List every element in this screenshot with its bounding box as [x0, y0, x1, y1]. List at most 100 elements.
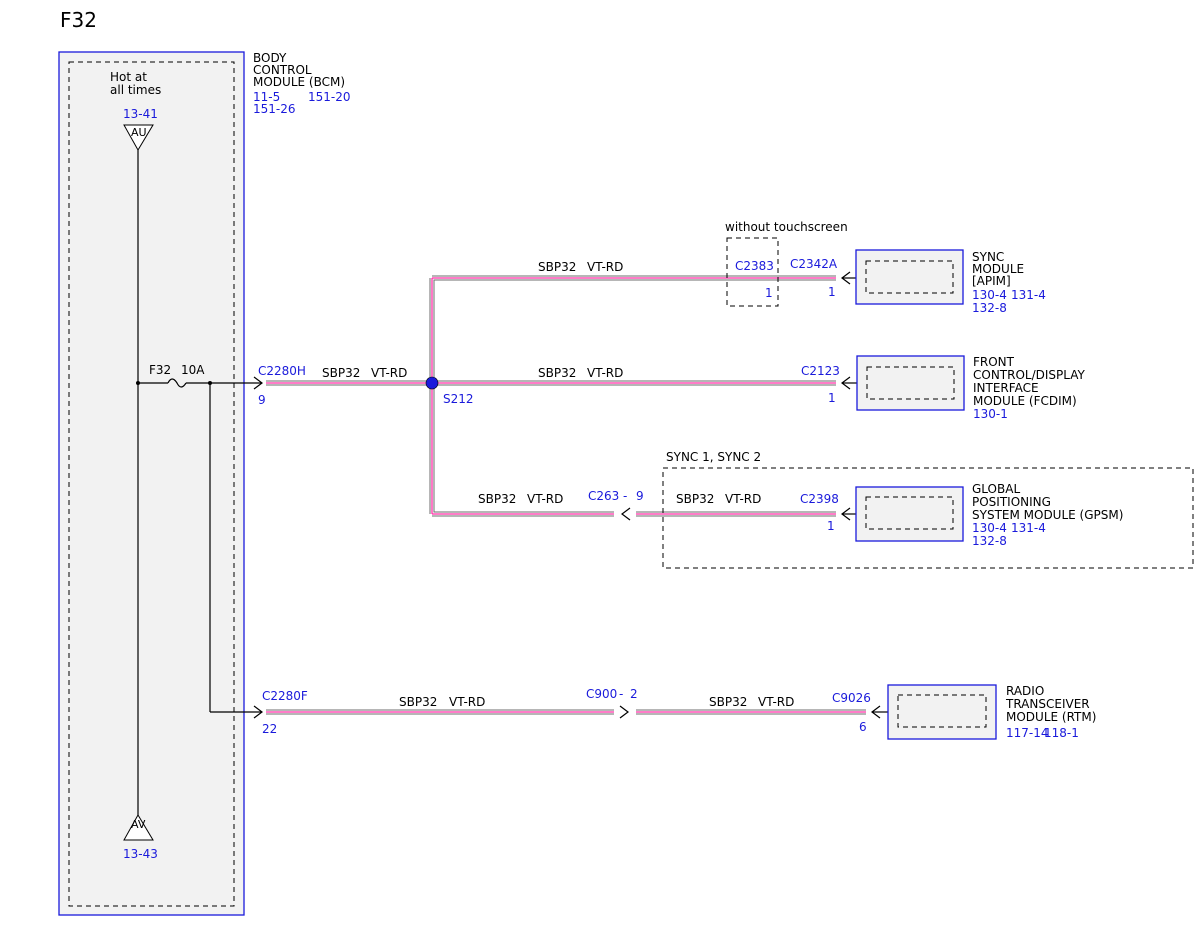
wires — [266, 275, 866, 715]
gpsm-outline[interactable] — [855, 486, 964, 542]
module-gpsm[interactable]: GLOBAL POSITIONING SYSTEM MODULE (GPSM) … — [855, 482, 1123, 548]
bcm-inner-dashed — [68, 61, 235, 907]
c2123-name[interactable]: C2123 — [801, 364, 840, 378]
power-au-triangle-icon — [123, 124, 154, 151]
circuit-color-rtm: VT-RD — [758, 695, 794, 709]
apim-name-line2: MODULE — [972, 262, 1024, 276]
c2342a-name[interactable]: C2342A — [790, 257, 838, 271]
c2342a-pin[interactable]: 1 — [828, 285, 836, 299]
bcm-block: BODY CONTROL MODULE (BCM) 11-5 151-20 15… — [58, 51, 351, 916]
splice-s212-label[interactable]: S212 — [443, 392, 474, 406]
c263-chevron-icon — [621, 507, 631, 521]
rtm-name-line3: MODULE (RTM) — [1006, 710, 1096, 724]
gpsm-name-line1: GLOBAL — [972, 482, 1020, 496]
fcdim-name-line4: MODULE (FCDIM) — [973, 394, 1077, 408]
bcm-outline — [58, 51, 245, 916]
diagram-title: F32 — [60, 8, 97, 32]
c2280h-pin[interactable]: 9 — [258, 393, 266, 407]
c263-pin[interactable]: 9 — [636, 489, 644, 503]
power-au-symbol: AU — [131, 126, 147, 139]
circuit-code-apim: SBP32 — [538, 260, 576, 274]
c2280h-name[interactable]: C2280H — [258, 364, 306, 378]
module-apim[interactable]: SYNC MODULE [APIM] 130-4 131-4 132-8 — [855, 249, 1046, 315]
power-av-symbol: AV — [131, 818, 146, 831]
gpsm-name-line3: SYSTEM MODULE (GPSM) — [972, 508, 1123, 522]
bcm-name-line1: BODY — [253, 51, 287, 65]
rtm-name-line2: TRANSCEIVER — [1005, 697, 1090, 711]
c9026-name[interactable]: C9026 — [832, 691, 871, 705]
hot-label-line2: all times — [110, 83, 161, 97]
bcm-name-line3: MODULE (BCM) — [253, 75, 345, 89]
apim-outline[interactable] — [855, 249, 964, 305]
power-av-triangle-icon — [123, 814, 154, 841]
sync-group-label: SYNC 1, SYNC 2 — [666, 450, 761, 464]
circuit-code-rtm: SBP32 — [709, 695, 747, 709]
circuit-code-fcdim: SBP32 — [538, 366, 576, 380]
bcm-name-line2: CONTROL — [253, 63, 312, 77]
c2123-pin[interactable]: 1 — [828, 391, 836, 405]
circuit-code-c900: SBP32 — [399, 695, 437, 709]
apim-name-line1: SYNC — [972, 250, 1004, 264]
hot-label-line1: Hot at — [110, 70, 147, 84]
c2383-pin[interactable]: 1 — [765, 286, 773, 300]
circuit-color-gpsm: VT-RD — [725, 492, 761, 506]
gpsm-name-line2: POSITIONING — [972, 495, 1051, 509]
fcdim-name-line1: FRONT — [973, 355, 1015, 369]
c900-pin[interactable]: 2 — [630, 687, 638, 701]
c2398-pin[interactable]: 1 — [827, 519, 835, 533]
c263-dash: - — [623, 489, 627, 503]
circuit-color-fcdim: VT-RD — [587, 366, 623, 380]
c2383-note: without touchscreen — [725, 220, 848, 234]
fcdim-name-line3: INTERFACE — [973, 381, 1039, 395]
gpsm-inner-dashed — [865, 496, 954, 530]
module-rtm[interactable]: RADIO TRANSCEIVER MODULE (RTM) 117-14 11… — [887, 684, 1096, 740]
apim-name-line3: [APIM] — [972, 274, 1011, 288]
apim-ref-132-8[interactable]: 132-8 — [972, 301, 1007, 315]
fcdim-inner-dashed — [866, 366, 955, 400]
circuit-color-h: VT-RD — [371, 366, 407, 380]
c2383-dashed-box — [726, 237, 779, 307]
rtm-ref-118-1[interactable]: 118-1 — [1044, 726, 1079, 740]
circuit-code-gpsm: SBP32 — [676, 492, 714, 506]
c2280f-chevron-icon — [253, 705, 263, 719]
bcm-ref-151-20[interactable]: 151-20 — [308, 90, 351, 104]
fcdim-ref-130-1[interactable]: 130-1 — [973, 407, 1008, 421]
rtm-inner-dashed — [897, 694, 987, 728]
c263-name[interactable]: C263 — [588, 489, 619, 503]
c2280h-chevron-icon — [253, 376, 263, 390]
apim-ref-130-4[interactable]: 130-4 — [972, 288, 1007, 302]
fcdim-name-line2: CONTROL/DISPLAY — [973, 368, 1086, 382]
c900-chevron-icon — [619, 705, 629, 719]
apim-inner-dashed — [865, 260, 954, 294]
circuit-color-c900: VT-RD — [449, 695, 485, 709]
sync-group-dashed-box — [662, 467, 1194, 569]
apim-ref-131-4[interactable]: 131-4 — [1011, 288, 1046, 302]
splice-s212-dot[interactable] — [425, 376, 439, 390]
c2280f-name[interactable]: C2280F — [262, 689, 308, 703]
rtm-ref-117-14[interactable]: 117-14 — [1006, 726, 1049, 740]
fuse-icon — [167, 378, 187, 388]
fcdim-outline[interactable] — [856, 355, 965, 411]
gpsm-ref-132-8[interactable]: 132-8 — [972, 534, 1007, 548]
module-fcdim[interactable]: FRONT CONTROL/DISPLAY INTERFACE MODULE (… — [856, 355, 1086, 421]
circuit-color-c263: VT-RD — [527, 492, 563, 506]
rtm-name-line1: RADIO — [1006, 684, 1044, 698]
gpsm-ref-131-4[interactable]: 131-4 — [1011, 521, 1046, 535]
top-ref-13-41[interactable]: 13-41 — [123, 107, 158, 121]
rtm-outline[interactable] — [887, 684, 997, 740]
c2280f-pin[interactable]: 22 — [262, 722, 277, 736]
circuit-code-c263: SBP32 — [478, 492, 516, 506]
c2383-name[interactable]: C2383 — [735, 259, 774, 273]
bcm-ref-151-26[interactable]: 151-26 — [253, 102, 296, 116]
c2398-name[interactable]: C2398 — [800, 492, 839, 506]
bcm-ref-11-5[interactable]: 11-5 — [253, 90, 280, 104]
c900-name[interactable]: C900 — [586, 687, 617, 701]
bottom-ref-13-43[interactable]: 13-43 — [123, 847, 158, 861]
c9026-pin[interactable]: 6 — [859, 720, 867, 734]
gpsm-ref-130-4[interactable]: 130-4 — [972, 521, 1007, 535]
c900-dash: - — [619, 687, 623, 701]
circuit-code-h: SBP32 — [322, 366, 360, 380]
fuse-rating: 10A — [181, 363, 205, 377]
fuse-name: F32 — [149, 363, 171, 377]
